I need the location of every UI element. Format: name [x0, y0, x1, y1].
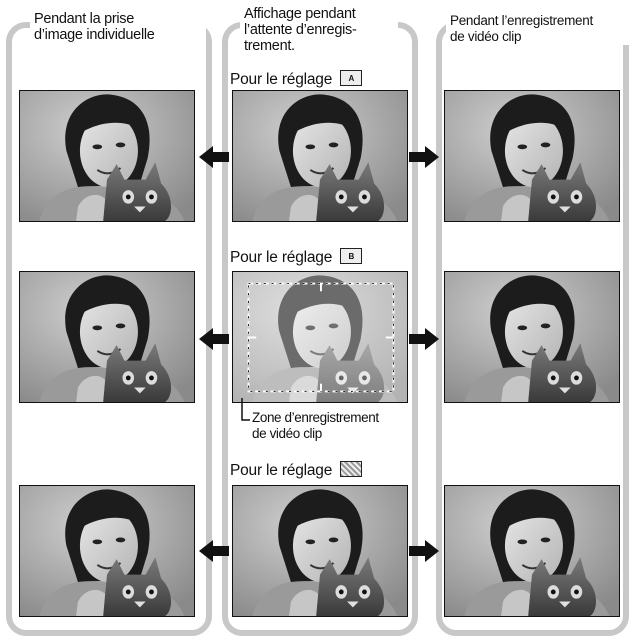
left-heading-line1: Pendant la prise — [34, 11, 134, 27]
arrow-left-row3 — [199, 540, 229, 562]
photo-left-row2 — [19, 271, 195, 403]
photo-right-row1 — [444, 90, 620, 222]
right-heading-line2: de vidéo clip — [450, 29, 522, 44]
zone-label-line2: de vidéo clip — [252, 426, 322, 441]
photo-left-row1 — [19, 90, 195, 222]
photo-left-row3 — [19, 485, 195, 617]
photo-right-row2 — [444, 271, 620, 403]
left-heading-line2: d’image individuelle — [34, 27, 155, 43]
stabilizer-b-icon: B — [340, 248, 363, 264]
center-heading-line3: trement. — [244, 38, 295, 54]
center-heading-line1: Affichage pendant — [244, 6, 356, 22]
zone-label: Zone d’enregistrement de vidéo clip — [252, 410, 379, 442]
zone-label-line1: Zone d’enregistrement — [252, 410, 379, 425]
arrow-left-row1 — [199, 146, 229, 168]
setting-label-a-text: Pour le réglage — [230, 71, 333, 88]
center-column-heading: Affichage pendant l’attente d’enregis- t… — [240, 6, 398, 54]
stabilizer-a-icon: A — [340, 70, 363, 86]
setting-label-off-text: Pour le réglage — [230, 462, 333, 479]
center-heading-line2: l’attente d’enregis- — [244, 22, 357, 38]
right-heading-line1: Pendant l’enregistrement — [450, 13, 593, 28]
zone-callout-line — [241, 398, 250, 421]
setting-label-b: Pour le réglage B — [230, 248, 366, 267]
setting-label-a: Pour le réglage A — [230, 70, 366, 89]
arrow-right-row2 — [409, 328, 439, 350]
setting-label-off: Pour le réglage — [230, 461, 366, 480]
arrow-right-row1 — [409, 146, 439, 168]
photo-center-row2 — [232, 271, 408, 403]
photo-center-row3 — [232, 485, 408, 617]
stabilizer-off-icon — [340, 461, 363, 477]
photo-center-row1 — [232, 90, 408, 222]
arrow-right-row3 — [409, 540, 439, 562]
left-column-heading: Pendant la prise d’image individuelle — [30, 11, 206, 43]
photo-right-row3 — [444, 485, 620, 617]
right-column-heading: Pendant l’enregistrement de vidéo clip — [446, 13, 632, 45]
arrow-left-row2 — [199, 328, 229, 350]
setting-label-b-text: Pour le réglage — [230, 249, 333, 266]
